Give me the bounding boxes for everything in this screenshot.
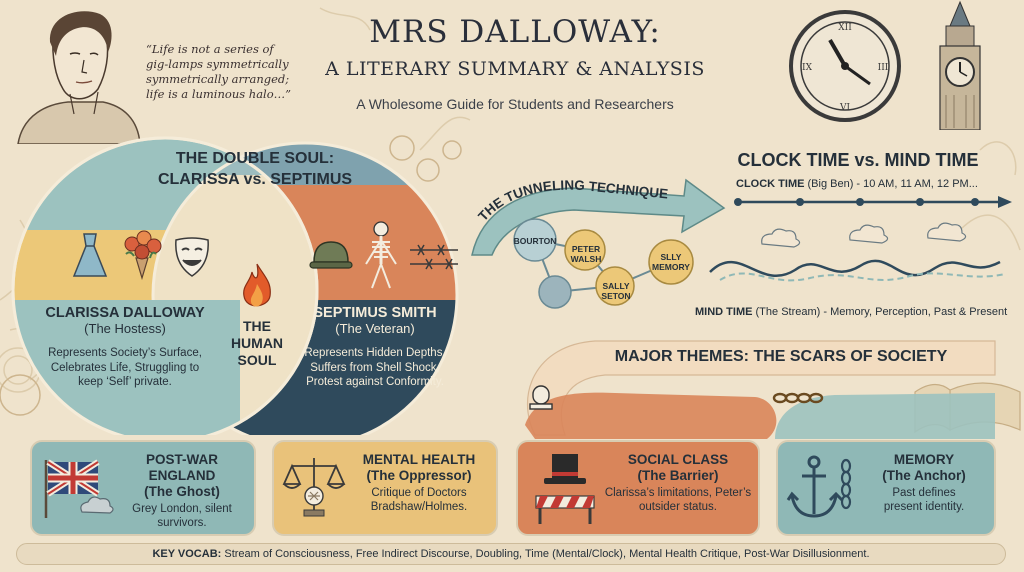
- septimus-role: (The Veteran): [335, 321, 415, 336]
- virginia-woolf-portrait: [17, 11, 141, 144]
- node-slly-memory: SLLY MEMORY: [652, 252, 690, 272]
- card-post-war-england-desc: Grey London, silent survivors.: [132, 503, 232, 529]
- card-memory-desc: Past defines present identity.: [883, 487, 965, 513]
- themes-banner: [525, 340, 996, 439]
- page-title-line2: A LITERARY SUMMARY & ANALYSIS: [325, 58, 705, 80]
- node-bourton: BOURTON: [513, 236, 557, 246]
- clarissa-name: CLARISSA DALLOWAY: [45, 305, 205, 321]
- barbed-wire-icon: [410, 244, 458, 270]
- page-subtitle: A Wholesome Guide for Students and Resea…: [356, 96, 674, 112]
- key-vocab-label: KEY VOCAB:: [152, 548, 222, 560]
- page-title: MRS DALLOWAY:: [369, 14, 661, 50]
- clock-time-timeline: [734, 196, 1012, 208]
- card-social-class-title: SOCIAL CLASS: [627, 452, 729, 467]
- theatre-mask-icon: [175, 237, 209, 277]
- scales-of-justice-icon: [282, 458, 346, 517]
- svg-text:XII: XII: [838, 23, 852, 33]
- septimus-description: Represents Hidden Depths, Suffers from S…: [304, 347, 446, 388]
- flame-icon: [243, 263, 271, 307]
- tunneling-arrow: THE TUNNELING TECHNIQUE: [471, 178, 726, 256]
- venn-title-line1: THE DOUBLE SOUL:: [175, 150, 335, 167]
- top-hat-small-icon: [529, 385, 553, 410]
- themes-title: MAJOR THEMES: THE SCARS OF SOCIETY: [614, 348, 948, 365]
- big-ben-tower-illustration: [939, 0, 981, 130]
- clock-time-detail: (Big Ben) - 10 AM, 11 AM, 12 PM...: [807, 178, 978, 190]
- card-post-war-england-sub: (The Ghost): [144, 484, 220, 499]
- card-mental-health-sub: (The Oppressor): [366, 468, 472, 483]
- soldier-helmet-icon: [309, 241, 353, 269]
- dress-icon: [72, 233, 108, 277]
- venn-title: THE DOUBLE SOUL: CLARISSA vs. SEPTIMUS: [150, 148, 360, 190]
- top-hat-barrier-icon: [535, 454, 595, 524]
- card-mental-health-text: MENTAL HEALTH (The Oppressor) Critique o…: [344, 452, 494, 514]
- clock-vs-mind-title: CLOCK TIME vs. MIND TIME: [737, 150, 979, 170]
- card-social-class-desc: Clarissa’s limitations, Peter’s outsider…: [604, 487, 752, 513]
- flower-bouquet-icon: [124, 230, 162, 280]
- node-peter-walsh: PETER WALSH: [570, 244, 602, 264]
- chain-small-icon: [772, 392, 824, 404]
- clarissa-role: (The Hostess): [84, 321, 166, 336]
- human-soul-label: THE HUMAN SOUL: [230, 318, 284, 368]
- key-vocab-text: Stream of Consciousness, Free Indirect D…: [224, 548, 870, 560]
- card-social-class-sub: (The Barrier): [637, 468, 719, 483]
- card-memory-sub: (The Anchor): [882, 468, 966, 483]
- mind-time-label: MIND TIME (The Stream) - Memory, Percept…: [695, 306, 1007, 318]
- venn-title-line2: CLARISSA vs. SEPTIMUS: [157, 171, 353, 188]
- node-sally-seton: SALLY SETON: [601, 281, 631, 301]
- card-memory-text: MEMORY (The Anchor) Past defines present…: [856, 452, 992, 514]
- card-memory-title: MEMORY: [893, 452, 955, 467]
- key-vocab-bar: KEY VOCAB: Stream of Consciousness, Free…: [16, 543, 1006, 565]
- clarissa-description: Represents Society’s Surface, Celebrates…: [48, 347, 202, 388]
- svg-text:VI: VI: [839, 103, 850, 113]
- card-social-class-text: SOCIAL CLASS (The Barrier) Clarissa’s li…: [600, 452, 756, 514]
- anchor-chain-icon: [786, 455, 852, 518]
- svg-text:III: III: [878, 63, 889, 73]
- tunneling-network: [513, 218, 694, 309]
- clock-time-label: CLOCK TIME (Big Ben) - 10 AM, 11 AM, 12 …: [736, 178, 978, 190]
- clock-face-illustration: XII III VI IX: [789, 10, 901, 122]
- clarissa-panel: CLARISSA DALLOWAY (The Hostess) Represen…: [20, 305, 230, 390]
- clock-time-heading: CLOCK TIME: [736, 178, 805, 190]
- card-post-war-england-title: POST-WAR ENGLAND: [145, 452, 218, 483]
- mind-time-detail: (The Stream) - Memory, Perception, Past …: [755, 306, 1008, 318]
- double-soul-venn-diagram: [11, 136, 459, 435]
- mind-time-heading: MIND TIME: [695, 306, 753, 318]
- mind-time-stream: [709, 222, 1006, 282]
- septimus-name: SEPTIMUS SMITH: [313, 305, 437, 321]
- card-mental-health-desc: Critique of Doctors Bradshaw/Holmes.: [370, 487, 468, 513]
- septimus-panel: SEPTIMUS SMITH (The Veteran) Represents …: [290, 305, 460, 390]
- svg-text:IX: IX: [802, 63, 813, 73]
- woolf-quote: “Life is not a series of gig-lamps symme…: [146, 42, 292, 101]
- union-flag-icon: [44, 459, 114, 518]
- card-mental-health-title: MENTAL HEALTH: [362, 452, 476, 467]
- skeleton-icon: [365, 221, 397, 289]
- card-post-war-england-text: POST-WAR ENGLAND (The Ghost) Grey London…: [112, 452, 252, 530]
